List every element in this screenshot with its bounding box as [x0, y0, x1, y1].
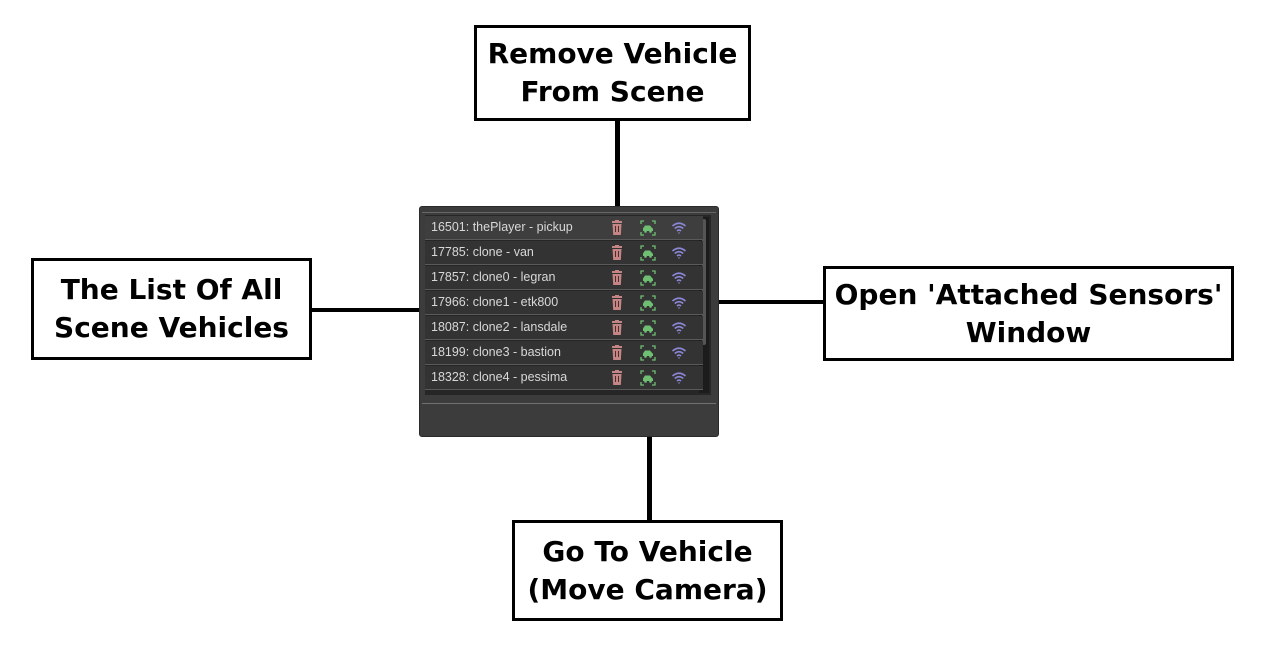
connector-sensors [680, 300, 825, 304]
connector-list [311, 308, 423, 312]
vehicle-row[interactable]: 16501: thePlayer - pickup [425, 216, 703, 240]
vehicle-label: 17785: clone - van [431, 245, 534, 259]
wifi-icon[interactable] [671, 370, 687, 386]
trash-icon[interactable] [609, 370, 625, 386]
trash-icon[interactable] [609, 270, 625, 286]
wifi-icon[interactable] [671, 295, 687, 311]
wifi-icon[interactable] [671, 270, 687, 286]
connector-goto [647, 378, 652, 521]
wifi-icon[interactable] [671, 345, 687, 361]
vehicle-label: 18087: clone2 - lansdale [431, 320, 568, 334]
car-focus-icon[interactable] [640, 320, 656, 336]
vehicle-row[interactable]: 18087: clone2 - lansdale [425, 316, 703, 340]
vehicle-row[interactable]: 17857: clone0 - legran [425, 266, 703, 290]
vehicle-label: 17857: clone0 - legran [431, 270, 556, 284]
car-focus-icon[interactable] [640, 270, 656, 286]
scrollbar[interactable] [699, 217, 709, 393]
vehicle-label: 18328: clone4 - pessima [431, 370, 568, 384]
trash-icon[interactable] [609, 295, 625, 311]
vehicle-label: 17966: clone1 - etk800 [431, 295, 559, 309]
car-focus-icon[interactable] [640, 245, 656, 261]
divider [422, 212, 716, 213]
trash-icon[interactable] [609, 320, 625, 336]
car-focus-icon[interactable] [640, 295, 656, 311]
vehicle-row[interactable]: 17966: clone1 - etk800 [425, 291, 703, 315]
car-focus-icon[interactable] [640, 220, 656, 236]
divider [422, 403, 716, 404]
scrollbar-thumb[interactable] [702, 219, 706, 345]
connector-remove [615, 120, 620, 224]
trash-icon[interactable] [609, 245, 625, 261]
wifi-icon[interactable] [671, 245, 687, 261]
trash-icon[interactable] [609, 345, 625, 361]
wifi-icon[interactable] [671, 320, 687, 336]
callout-attached-sensors: Open 'Attached Sensors' Window [823, 266, 1234, 361]
vehicle-row[interactable]: 18199: clone3 - bastion [425, 341, 703, 365]
vehicle-row[interactable]: 17785: clone - van [425, 241, 703, 265]
vehicle-list: 16501: thePlayer - pickup [425, 215, 711, 395]
scene-vehicles-panel: 16501: thePlayer - pickup [419, 206, 719, 437]
vehicle-label: 16501: thePlayer - pickup [431, 220, 573, 234]
car-focus-icon[interactable] [640, 345, 656, 361]
callout-remove-vehicle: Remove Vehicle From Scene [474, 25, 751, 121]
vehicle-row[interactable]: 18328: clone4 - pessima [425, 366, 703, 390]
vehicle-label: 18199: clone3 - bastion [431, 345, 561, 359]
callout-go-to-vehicle: Go To Vehicle (Move Camera) [512, 520, 783, 621]
trash-icon[interactable] [609, 220, 625, 236]
wifi-icon[interactable] [671, 220, 687, 236]
car-focus-icon[interactable] [640, 370, 656, 386]
callout-vehicle-list: The List Of All Scene Vehicles [31, 258, 312, 360]
